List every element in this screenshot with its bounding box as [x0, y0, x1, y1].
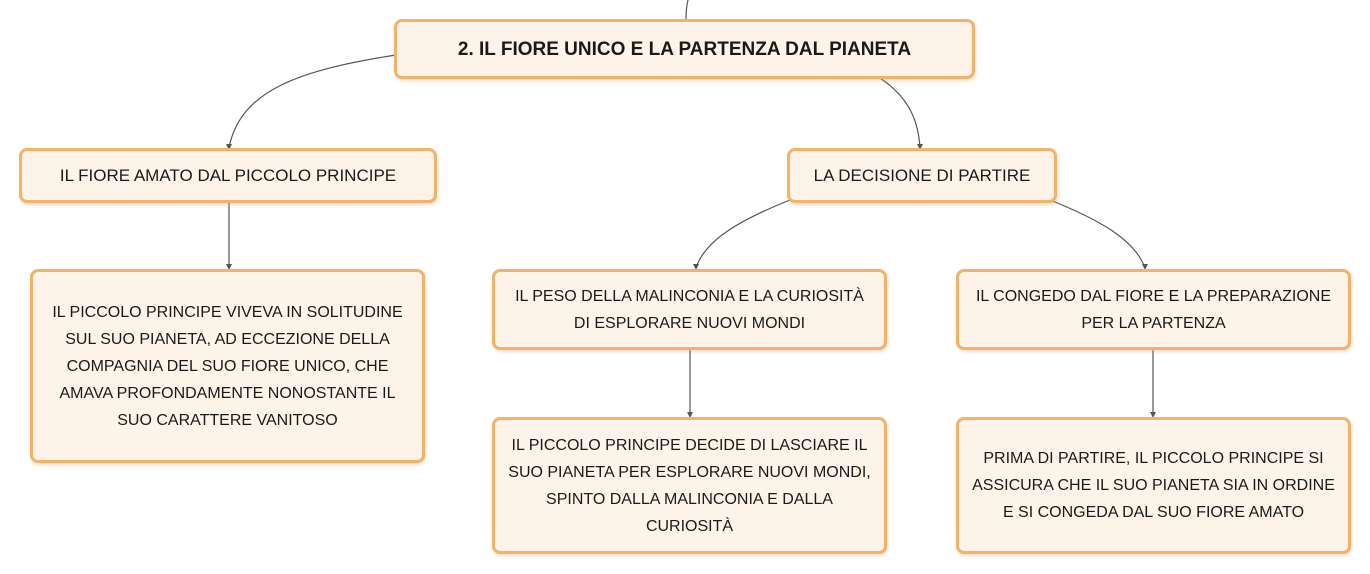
arrowhead — [226, 264, 232, 270]
connector-root-to-left — [228, 54, 397, 149]
node-congedo-fiore-detail[interactable]: PRIMA DI PARTIRE, IL PICCOLO PRINCIPE SI… — [956, 417, 1351, 554]
arrowhead — [687, 412, 693, 418]
connector-right-to-congedo — [1049, 199, 1146, 269]
arrowhead — [1142, 264, 1148, 270]
node-congedo-fiore-detail-text: PRIMA DI PARTIRE, IL PICCOLO PRINCIPE SI… — [972, 450, 1335, 521]
node-fiore-amato-detail[interactable]: IL PICCOLO PRINCIPE VIVEVA IN SOLITUDINE… — [30, 269, 425, 463]
connector-root-to-right — [879, 77, 921, 149]
connector-incoming — [685, 0, 689, 21]
arrowhead — [226, 144, 232, 150]
node-peso-malinconia-detail-text: IL PICCOLO PRINCIPE DECIDE DI LASCIARE I… — [508, 436, 871, 535]
node-fiore-amato-label: IL FIORE AMATO DAL PICCOLO PRINCIPE — [59, 166, 397, 185]
node-decisione-partire-label: LA DECISIONE DI PARTIRE — [813, 166, 1031, 185]
arrowhead — [693, 264, 699, 270]
node-peso-malinconia-detail[interactable]: IL PICCOLO PRINCIPE DECIDE DI LASCIARE I… — [492, 417, 887, 554]
node-fiore-amato-detail-text: IL PICCOLO PRINCIPE VIVEVA IN SOLITUDINE… — [52, 303, 403, 429]
node-fiore-amato[interactable]: IL FIORE AMATO DAL PICCOLO PRINCIPE — [19, 148, 437, 203]
connector-right-to-malinconia — [695, 199, 791, 269]
node-decisione-partire[interactable]: LA DECISIONE DI PARTIRE — [787, 148, 1057, 203]
arrowhead — [1150, 412, 1156, 418]
node-congedo-fiore[interactable]: IL CONGEDO DAL FIORE E LA PREPARAZIONE P… — [956, 269, 1351, 350]
node-congedo-fiore-label: IL CONGEDO DAL FIORE E LA PREPARAZIONE P… — [975, 287, 1332, 332]
node-peso-malinconia-label: IL PESO DELLA MALINCONIA E LA CURIOSITÀ … — [515, 287, 864, 332]
arrowhead — [917, 144, 923, 150]
root-node-label: 2. IL FIORE UNICO E LA PARTENZA DAL PIAN… — [457, 38, 912, 60]
root-node[interactable]: 2. IL FIORE UNICO E LA PARTENZA DAL PIAN… — [394, 19, 975, 79]
node-peso-malinconia[interactable]: IL PESO DELLA MALINCONIA E LA CURIOSITÀ … — [492, 269, 887, 350]
